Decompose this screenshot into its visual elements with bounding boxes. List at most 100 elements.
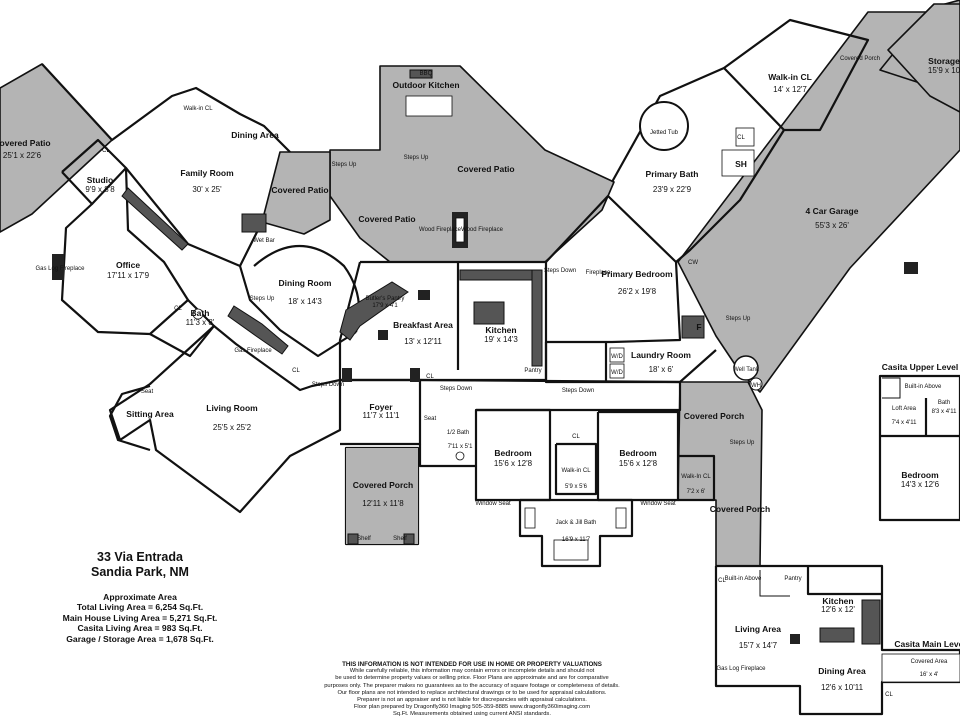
label-laundry: Laundry Room bbox=[631, 350, 691, 360]
label-casita-bath: Bath bbox=[938, 400, 950, 406]
label-casita-bedroom: Bedroom bbox=[901, 470, 939, 480]
dim-half-bath: 7'11 x 5'1 bbox=[448, 444, 474, 450]
dim-primary-bath: 23'9 x 22'9 bbox=[653, 185, 692, 194]
mark-window-seat-2: Window Seat bbox=[640, 501, 676, 507]
kitchen-counter-top bbox=[459, 269, 541, 281]
mark-cl-hall: CL bbox=[572, 434, 580, 440]
dim-casita-kitchen: 12'6 x 12' bbox=[821, 605, 855, 614]
toilet-bath bbox=[192, 308, 204, 320]
mark-gas-fireplace: Gas Fireplace bbox=[234, 348, 272, 354]
family-walls bbox=[125, 167, 263, 268]
dim-covered-porch-front: 12'11 x 11'8 bbox=[362, 499, 404, 508]
foyer-column-left bbox=[342, 368, 352, 382]
dim-casita-loft: 7'4 x 4'11 bbox=[892, 420, 918, 426]
closet-box bbox=[735, 127, 755, 147]
mark-wet-bar: Wet Bar bbox=[253, 238, 275, 244]
dim-kitchen: 19' x 14'3 bbox=[484, 335, 518, 344]
area-heading: Approximate Area bbox=[103, 592, 177, 602]
mark-steps-up-garage: Steps Up bbox=[726, 316, 751, 322]
room-labels: Covered Patio 25'1 x 22'6 Studio 9'9 x 8… bbox=[0, 56, 960, 543]
dim-breakfast-area: 13' x 12'11 bbox=[404, 337, 442, 346]
breakfast-chair bbox=[418, 290, 430, 300]
mark-steps-down-hall: Steps Down bbox=[440, 386, 472, 392]
washer bbox=[609, 347, 625, 363]
disclaimer-line: Our floor plans are not intended to repl… bbox=[337, 689, 607, 696]
dim-butlers-pantry: 17'9 x 4'1 bbox=[372, 303, 398, 309]
label-casita-main: Casita Main Level bbox=[894, 639, 960, 649]
walkin-primary-walls bbox=[723, 18, 870, 132]
dim-family-room: 30' x 25' bbox=[192, 185, 222, 194]
wet-bar bbox=[241, 213, 267, 233]
label-covered-porch-south: Covered Porch bbox=[710, 504, 770, 514]
label-walkin-small: Walk-in CL bbox=[183, 106, 213, 112]
casita-kitchen-walls bbox=[806, 566, 882, 596]
label-sitting-area: Sitting Area bbox=[126, 409, 174, 419]
laundry-walls bbox=[544, 342, 717, 384]
office-fireplace bbox=[52, 254, 64, 280]
mark-steps-up-patio: Steps Up bbox=[404, 155, 429, 161]
area-total: Total Living Area = 6,254 Sq.Ft. bbox=[76, 602, 204, 613]
area-garage: Garage / Storage Area = 1,678 Sq.Ft. bbox=[66, 633, 214, 644]
dim-casita-covered: 16' x 4' bbox=[920, 672, 939, 678]
address-line-2: Sandia Park, NM bbox=[91, 565, 189, 579]
dim-bedroom-2: 15'6 x 12'8 bbox=[619, 459, 658, 468]
label-casita-living: Living Area bbox=[735, 624, 781, 634]
front-porch-fill bbox=[346, 448, 418, 544]
disclaimer-line: Preparer is not an appraiser and is not … bbox=[357, 697, 587, 704]
disclaimer-line: Sq.Ft. Measurements obtained using curre… bbox=[393, 711, 551, 718]
label-casita-bi: Built-in Above bbox=[905, 384, 942, 390]
mark-steps-up-porch: Steps Up bbox=[730, 440, 755, 446]
label-casita-cl: CL bbox=[718, 578, 726, 584]
mark-steps-up-dining: Steps Up bbox=[250, 296, 275, 302]
area-casita: Casita Living Area = 983 Sq.Ft. bbox=[77, 623, 203, 634]
label-covered-porch-front: Covered Porch bbox=[353, 480, 413, 490]
label-studio: Studio bbox=[87, 175, 113, 185]
label-dining-area: Dining Area bbox=[231, 130, 279, 140]
jetted-tub-circle bbox=[639, 101, 689, 151]
mark-shelf-right: Shelf bbox=[393, 536, 407, 542]
porch-pillar-left bbox=[347, 533, 359, 545]
dim-bedroom-1: 15'6 x 12'8 bbox=[494, 459, 533, 468]
mark-seat-living: Seat bbox=[141, 389, 154, 395]
label-casita-kitchen: Kitchen bbox=[822, 596, 853, 606]
well-tank-circle bbox=[733, 355, 759, 381]
mark-cl-studio: CL bbox=[102, 148, 110, 154]
dim-dining-room: 18' x 14'3 bbox=[288, 297, 322, 306]
label-covered-porch-ne: Covered Porch bbox=[840, 56, 880, 62]
family-built-in bbox=[121, 187, 189, 251]
outdoor-kitchen-counter bbox=[405, 95, 453, 117]
dim-storage: 15'9 x 10 bbox=[928, 66, 960, 75]
dim-studio: 9'9 x 8'8 bbox=[85, 185, 115, 194]
label-covered-patio-family: Covered Patio bbox=[271, 185, 328, 195]
mark-shelf-left: Shelf bbox=[357, 536, 371, 542]
address-line-1: 33 Via Entrada bbox=[97, 550, 183, 564]
label-outdoor-kitchen: Outdoor Kitchen bbox=[392, 80, 459, 90]
disclaimer-line: While carefully reliable, this informati… bbox=[349, 668, 595, 675]
casita-stove bbox=[790, 634, 800, 644]
label-garage: 4 Car Garage bbox=[806, 206, 859, 216]
label-bath-office: Bath bbox=[191, 308, 210, 318]
mark-wood-fireplace-r: Wood Fireplace bbox=[461, 227, 504, 233]
mark-wd-1: W/D bbox=[611, 354, 623, 360]
label-casita-gas-log: Gas Log Fireplace bbox=[716, 666, 766, 672]
label-dining-room: Dining Room bbox=[279, 278, 332, 288]
mark-steps-down-laundry: Steps Down bbox=[562, 388, 594, 394]
casita-stairs bbox=[759, 570, 790, 597]
label-covered-patio-w: Covered Patio bbox=[0, 138, 51, 148]
foyer-column-right bbox=[410, 368, 420, 382]
dim-casita-bedroom: 14'3 x 12'6 bbox=[901, 480, 940, 489]
dim-casita-dining: 12'6 x 10'11 bbox=[821, 683, 864, 692]
mark-wood-fireplace-l: Wood Fireplace bbox=[419, 227, 462, 233]
garage-drain bbox=[904, 262, 918, 274]
label-casita-bi-main: Built-in Above bbox=[725, 576, 762, 582]
casita-upper-walls bbox=[878, 374, 960, 522]
casita-upper-stairs bbox=[882, 377, 901, 399]
label-foyer: Foyer bbox=[369, 402, 393, 412]
water-heater-circle bbox=[749, 377, 763, 391]
mark-cl-bath: CL bbox=[174, 306, 182, 312]
label-jack-jill: Jack & Jill Bath bbox=[556, 520, 597, 526]
label-family-room: Family Room bbox=[180, 168, 234, 178]
mark-wd-2: W/D bbox=[611, 370, 623, 376]
label-storage: Storage bbox=[928, 56, 960, 66]
